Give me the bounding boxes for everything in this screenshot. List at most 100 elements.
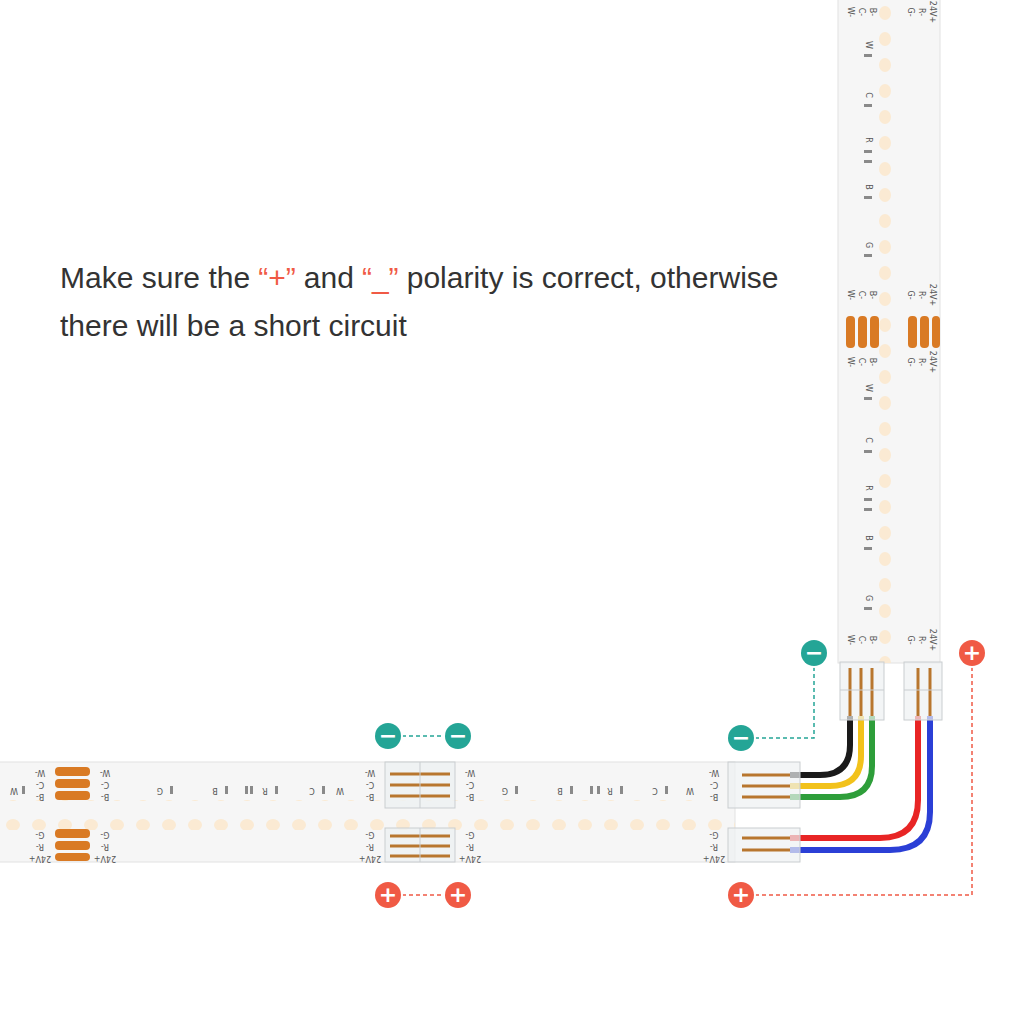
pad-label: R- [710, 842, 718, 851]
segment-letter: R [607, 786, 613, 795]
corner-connector [728, 662, 942, 862]
minus-symbol: − [728, 725, 754, 751]
pad-label: C- [857, 8, 866, 16]
pad-label: 24V+ [94, 854, 116, 863]
dashed-guide [755, 667, 972, 895]
pad-label: C- [466, 780, 474, 789]
segment-letter: R [864, 137, 873, 143]
pad-label: 24V+ [928, 1, 937, 23]
pad-label: W- [846, 7, 855, 17]
horizontal-strip [0, 762, 735, 862]
dashed-guide [402, 736, 444, 737]
pad-label: B- [868, 291, 877, 299]
corner-wires [790, 716, 930, 850]
straight-connector [385, 762, 455, 862]
pad-label: W- [709, 768, 719, 777]
pad-label: B- [366, 792, 374, 801]
pad-label: W- [846, 357, 855, 367]
pad-label: C- [366, 780, 374, 789]
pad-label: W- [365, 768, 375, 777]
pad-label: W- [100, 768, 110, 777]
pad-label: G- [906, 290, 915, 299]
segment-letter: G [864, 242, 873, 248]
segment-letter: R [262, 786, 268, 795]
resistor-marks [22, 54, 872, 794]
plus-symbol: + [959, 640, 985, 666]
pad-label: R- [917, 8, 926, 16]
pad-label: R- [366, 842, 374, 851]
plus-symbol: + [375, 882, 401, 908]
pad-label: C- [36, 780, 44, 789]
plus-symbol: + [445, 882, 471, 908]
pad-label: W- [35, 768, 45, 777]
segment-letter: W [10, 786, 18, 795]
segment-letter: W [864, 41, 873, 49]
pad-label: C- [857, 636, 866, 644]
pad-label: C- [710, 780, 718, 789]
pad-label: W- [846, 290, 855, 300]
plus-symbol: + [728, 882, 754, 908]
segment-letter: B [557, 786, 563, 795]
note-text: “+” [258, 261, 296, 294]
segment-letter: B [864, 535, 873, 541]
pad-label: G- [906, 357, 915, 366]
segment-letter: G [157, 786, 163, 795]
pad-label: 24V+ [29, 854, 51, 863]
pad-label: R- [466, 842, 474, 851]
note-text: “_” [362, 261, 399, 294]
pad-label: B- [868, 8, 877, 16]
segment-letter: B [212, 786, 218, 795]
segment-letter: W [864, 384, 873, 392]
pad-label: 24V+ [928, 351, 937, 373]
pad-label: G- [100, 830, 109, 839]
pad-label: G- [365, 830, 374, 839]
segment-letter: C [864, 437, 873, 443]
pad-label: 24V+ [928, 284, 937, 306]
pad-label: G- [709, 830, 718, 839]
pad-label: G- [906, 7, 915, 16]
pad-label: B- [101, 792, 109, 801]
pad-label: C- [101, 780, 109, 789]
pad-label: B- [466, 792, 474, 801]
segment-letter: C [864, 92, 873, 98]
note-text: and [304, 261, 354, 294]
segment-letter: B [864, 184, 873, 190]
pad-label: G- [906, 635, 915, 644]
polarity-sign: − [732, 727, 750, 749]
note-text: Make sure the [60, 261, 250, 294]
minus-symbol: − [375, 723, 401, 749]
vertical-strip [838, 0, 940, 663]
pad-label: R- [36, 842, 44, 851]
dashed-guide [755, 667, 814, 738]
pad-label: R- [917, 636, 926, 644]
polarity-sign: + [449, 884, 467, 906]
pad-label: 24V+ [928, 629, 937, 651]
polarity-sign: + [379, 884, 397, 906]
polarity-sign: + [963, 642, 981, 664]
pad-label: C- [857, 358, 866, 366]
segment-letter: G [502, 786, 508, 795]
polarity-sign: − [449, 725, 467, 747]
segment-letter: W [336, 786, 344, 795]
copper-pads [55, 316, 940, 861]
minus-symbol: − [801, 640, 827, 666]
pad-label: 24V+ [459, 854, 481, 863]
segment-letter: C [652, 786, 658, 795]
pad-label: R- [917, 291, 926, 299]
pad-label: B- [36, 792, 44, 801]
pad-label: 24V+ [359, 854, 381, 863]
pad-label: W- [846, 635, 855, 645]
pad-label: B- [868, 636, 877, 644]
pad-label: B- [868, 358, 877, 366]
polarity-sign: − [379, 725, 397, 747]
dashed-guide [402, 895, 444, 896]
pad-label: R- [101, 842, 109, 851]
pad-label: 24V+ [703, 854, 725, 863]
pad-label: W- [465, 768, 475, 777]
warning-note: Make sure the“+”and“_”polarity is correc… [60, 254, 790, 350]
pad-label: B- [710, 792, 718, 801]
pad-label: G- [35, 830, 44, 839]
